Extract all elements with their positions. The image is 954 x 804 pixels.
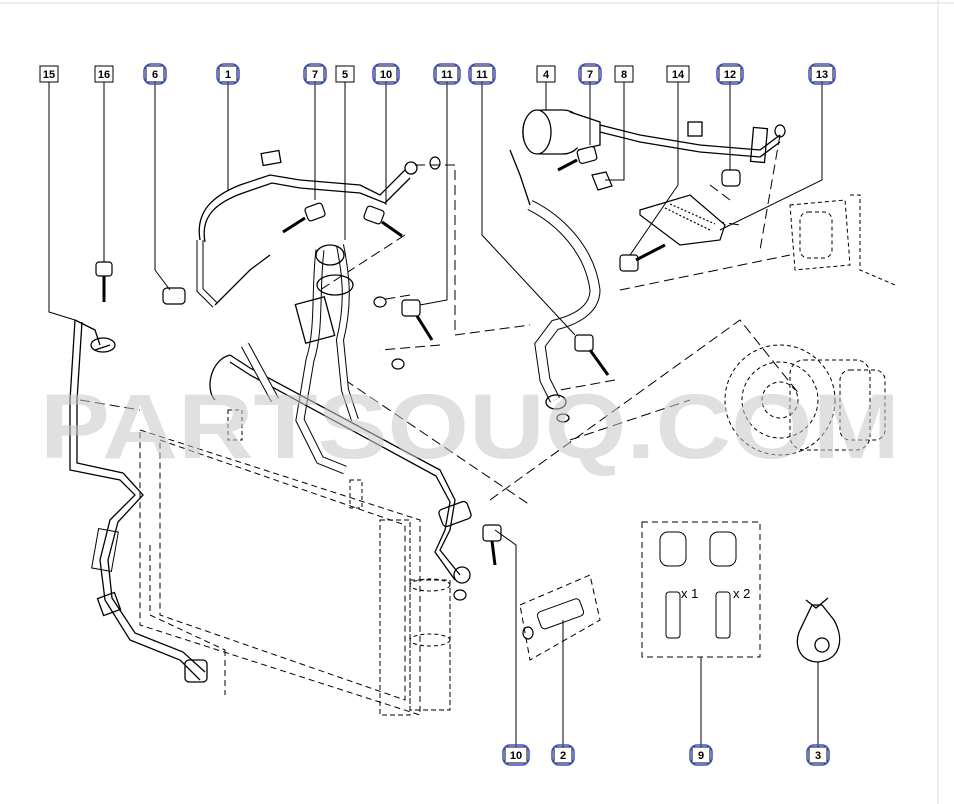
callout-15[interactable]: 15	[39, 65, 59, 83]
accessory-bag-3	[796, 597, 841, 663]
callout-highlight-ring	[433, 63, 461, 85]
callout-highlight-ring	[216, 63, 240, 85]
bolts	[95, 145, 741, 566]
callout-5-label: 5	[342, 69, 348, 81]
callout-1[interactable]: 1	[216, 63, 240, 85]
callout-7-right-label: 7	[587, 69, 593, 81]
receiver-drier	[522, 109, 601, 155]
bolt-10b	[482, 524, 502, 566]
callout-15-label: 15	[43, 69, 55, 81]
hose-assembly-1	[196, 149, 418, 308]
callout-14-label: 14	[672, 69, 685, 81]
callout-7-left[interactable]: 7	[303, 63, 327, 85]
callout-6[interactable]: 6	[143, 63, 167, 85]
bolt-7a	[282, 202, 326, 234]
callout-highlight-ring	[502, 744, 530, 766]
bolt-11a	[401, 299, 434, 341]
callout-highlight-ring	[716, 63, 744, 85]
callout-highlight-ring	[808, 63, 836, 85]
qty-label-x1: x 1	[681, 586, 698, 601]
callout-10-top[interactable]: 10	[372, 63, 400, 85]
callout-highlight-ring	[689, 744, 713, 766]
callout-highlight-ring	[143, 63, 167, 85]
callout-14[interactable]: 14	[666, 65, 690, 83]
watermark-text: PARTSOUQ.COM	[40, 376, 900, 478]
callout-highlight-ring	[578, 63, 602, 85]
qty-label-x2: x 2	[733, 586, 750, 601]
bolt-16	[95, 261, 113, 302]
hose-assembly-4	[509, 121, 781, 423]
callout-8[interactable]: 8	[614, 65, 634, 83]
bolt-11b	[574, 334, 610, 376]
clip-6	[162, 287, 186, 305]
callout-2-label: 2	[560, 750, 566, 762]
callout-highlight-ring	[372, 63, 400, 85]
pipe-15	[69, 319, 208, 683]
callout-6-label: 6	[152, 69, 158, 81]
callout-9-label: 9	[698, 750, 704, 762]
callout-11-right-label: 11	[476, 69, 488, 81]
bolt-14	[619, 243, 666, 272]
callout-7-left-label: 7	[312, 69, 318, 81]
callout-8-label: 8	[621, 69, 627, 81]
condenser-drawing	[139, 409, 451, 716]
bolt-7b	[557, 145, 598, 172]
callout-9[interactable]: 9	[689, 744, 713, 766]
dashed-leaders	[79, 134, 801, 506]
callout-16-label: 16	[98, 69, 110, 81]
callout-3[interactable]: 3	[806, 744, 830, 766]
nut-12	[721, 169, 741, 187]
pressure-switch-2	[519, 574, 601, 661]
callout-4[interactable]: 4	[536, 65, 556, 83]
callout-2[interactable]: 2	[551, 744, 575, 766]
callout-10-bottom[interactable]: 10	[502, 744, 530, 766]
bracket-14	[639, 194, 726, 246]
callout-1-label: 1	[225, 69, 231, 81]
callout-highlight-ring	[303, 63, 327, 85]
callout-highlight-ring	[551, 744, 575, 766]
hose-assembly-5	[294, 244, 359, 475]
callout-11-left[interactable]: 11	[433, 63, 461, 85]
compressor-drawing	[724, 194, 896, 456]
callout-5[interactable]: 5	[335, 65, 355, 83]
callout-12[interactable]: 12	[716, 63, 744, 85]
callout-highlight-ring	[806, 744, 830, 766]
callout-11-right[interactable]: 11	[468, 63, 496, 85]
callout-13[interactable]: 13	[808, 63, 836, 85]
clip-8	[591, 171, 613, 191]
callout-7-right[interactable]: 7	[578, 63, 602, 85]
callout-10-bottom-label: 10	[510, 750, 522, 762]
pipe-main-long	[209, 342, 472, 584]
callout-10-top-label: 10	[380, 69, 392, 81]
callouts: 15 16 6 1 7 5 10 11	[39, 63, 836, 766]
callout-leaders	[48, 82, 823, 747]
callout-16[interactable]: 16	[94, 65, 114, 83]
callout-11-left-label: 11	[441, 69, 453, 81]
callout-4-label: 4	[543, 69, 550, 81]
callout-12-label: 12	[724, 69, 736, 81]
callout-13-label: 13	[816, 69, 828, 81]
bolt-10a	[363, 205, 403, 238]
o-rings	[373, 124, 786, 640]
callout-highlight-ring	[468, 63, 496, 85]
callout-3-label: 3	[815, 750, 821, 762]
